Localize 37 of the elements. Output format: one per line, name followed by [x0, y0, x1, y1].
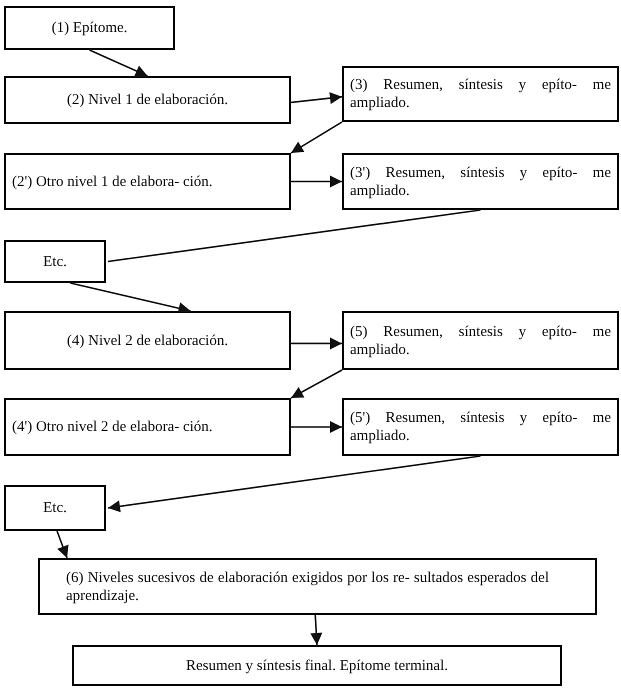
- process-box: [342, 398, 619, 456]
- box-text: (5) Resumen, síntesis y epíto- me ampliado.: [350, 322, 611, 358]
- process-box: [4, 398, 291, 456]
- process-box: [342, 311, 619, 370]
- process-box: [342, 153, 619, 210]
- box-text: (1) Epítome.: [52, 19, 128, 37]
- process-box: [4, 311, 291, 370]
- arrow: [108, 455, 481, 512]
- box-text: (2) Nivel 1 de elaboración.: [66, 91, 228, 109]
- box-text: Etc.: [43, 499, 67, 517]
- arrow: [290, 121, 342, 154]
- process-box: [4, 240, 106, 283]
- process-box: [4, 6, 175, 50]
- process-box: [4, 76, 291, 124]
- process-box: [342, 66, 619, 122]
- arrow: [290, 92, 342, 104]
- box-text: Etc.: [43, 252, 67, 270]
- box-text: (4) Nivel 2 de elaboración.: [66, 332, 228, 350]
- arrow: [291, 176, 342, 188]
- arrow: [291, 421, 342, 433]
- box-text: (3') Resumen, síntesis y epíto- me ampliado.: [350, 164, 611, 200]
- arrow: [89, 49, 148, 77]
- arrow: [290, 369, 342, 399]
- arrow: [291, 337, 342, 350]
- process-box: [4, 153, 291, 210]
- box-text: (4') Otro nivel 2 de elabora- ción.: [12, 418, 214, 436]
- box-text: (6) Niveles sucesivos de elaboración exigidos por los re- sultados esperados del aprendizaje.: [66, 568, 549, 604]
- connector-line: [108, 209, 481, 262]
- process-box: [4, 485, 106, 531]
- process-box: [38, 558, 597, 615]
- process-box: [72, 645, 562, 686]
- box-text: (3) Resumen, síntesis y epíto- me ampliado.: [350, 76, 611, 112]
- box-text: Resumen y síntesis final. Epítome terminal.: [186, 656, 448, 674]
- arrow: [56, 530, 69, 558]
- arrow: [310, 614, 322, 646]
- box-text: (2') Otro nivel 1 de elabora- ción.: [12, 172, 214, 190]
- box-text: (5') Resumen, síntesis y epíto- me ampliado.: [350, 409, 611, 445]
